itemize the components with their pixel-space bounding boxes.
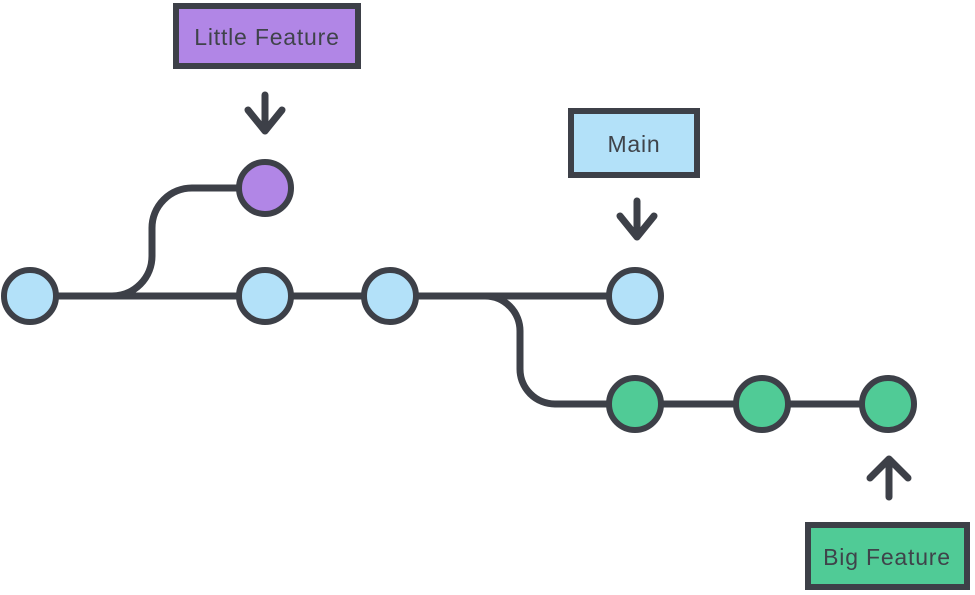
main-branch-commits [1,267,664,325]
big-feature-box [805,522,970,590]
main-label: Main [607,131,660,157]
commit-node-little-feature-1 [236,159,294,217]
little-feature-branch-curve [111,184,238,300]
commit-node-main-3 [361,267,419,325]
big-feature-callout: Big Feature [805,455,970,590]
big-feature-branch-line [484,292,888,408]
little-feature-callout: Little Feature [173,3,361,135]
big-feature-label: Big Feature [823,544,951,570]
commit-node-main-1 [1,267,59,325]
commit-node-big-feature-3 [859,375,917,433]
branch-edges [30,184,888,408]
little-feature-commits [236,159,294,217]
little-feature-box [173,3,361,69]
commit-node-main-2 [236,267,294,325]
down-arrow-icon [244,91,286,135]
main-callout: Main [568,108,700,241]
big-feature-commits [606,375,917,433]
commit-node-big-feature-2 [733,375,791,433]
little-feature-label: Little Feature [194,24,339,50]
commit-node-main-4 [606,267,664,325]
arrow-head [244,106,286,135]
up-arrow-icon [866,455,912,501]
main-box [568,108,700,178]
arrow-head [616,212,658,241]
down-arrow-icon [616,197,658,241]
arrow-head [866,455,912,482]
commit-node-big-feature-1 [606,375,664,433]
